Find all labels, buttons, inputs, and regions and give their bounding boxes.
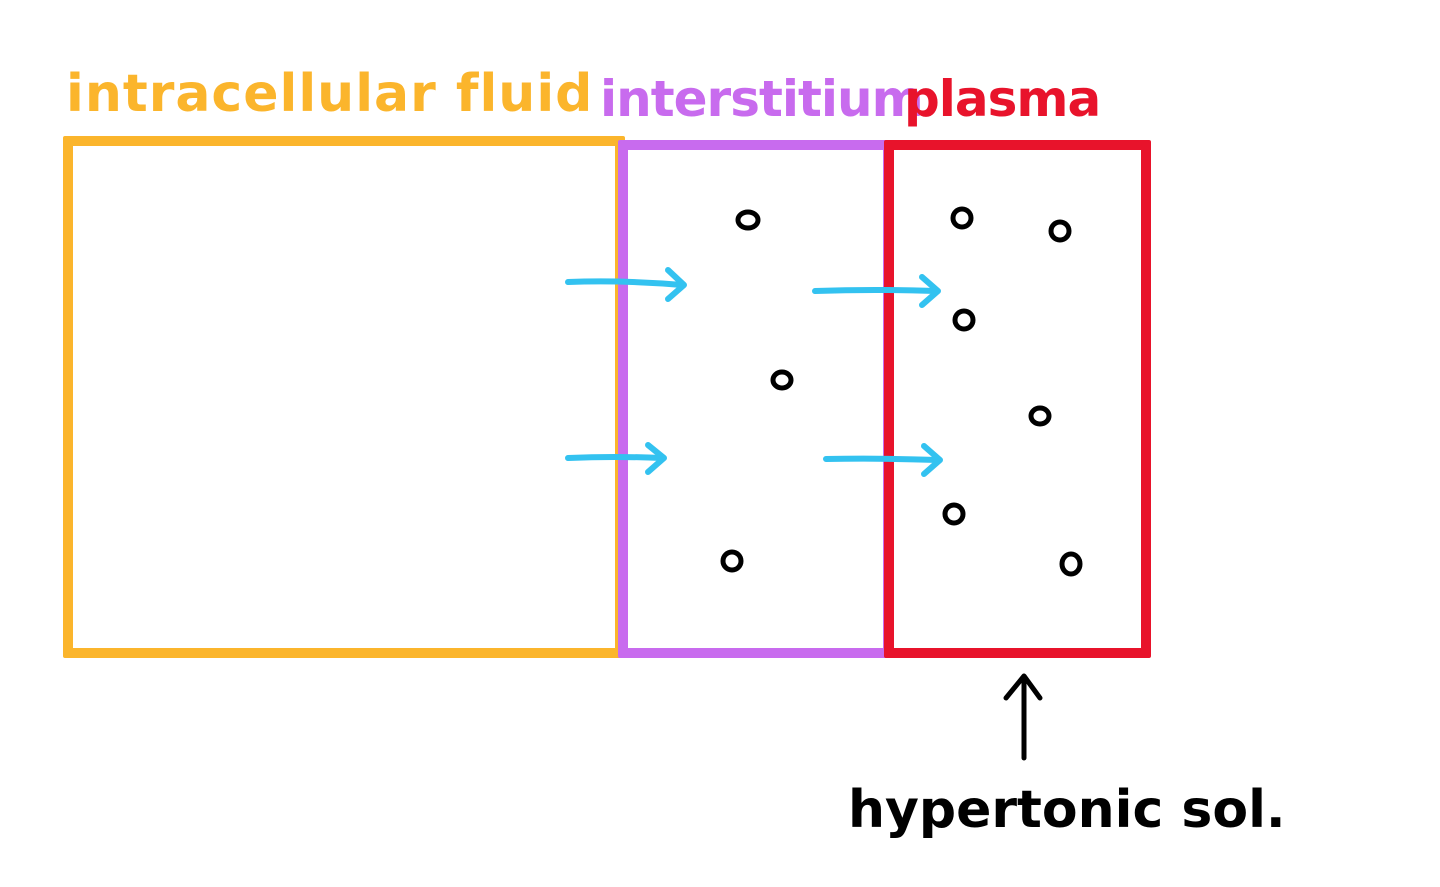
up-arrow-icon	[1003, 673, 1043, 761]
plasma-label: plasma	[904, 70, 1101, 128]
interstitium-compartment-box	[618, 140, 893, 658]
hypertonic-solution-label: hypertonic sol.	[848, 780, 1286, 840]
interstitium-label: interstitium	[600, 70, 924, 128]
intracellular-compartment-box	[63, 136, 625, 658]
intracellular-fluid-label: intracellular fluid	[66, 64, 594, 124]
plasma-compartment-box	[884, 140, 1151, 658]
